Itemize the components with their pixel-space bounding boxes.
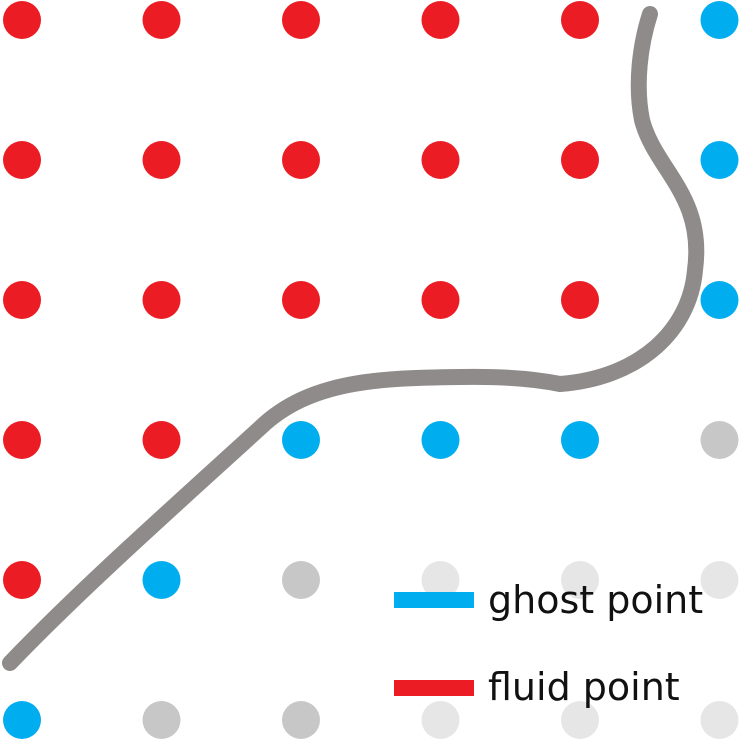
- far-point: [421, 561, 460, 599]
- fluid-point: [3, 421, 41, 459]
- fluid-point: [282, 141, 320, 179]
- solid-point: [282, 561, 320, 599]
- solid-point: [142, 701, 181, 739]
- fluid-point: [421, 1, 460, 39]
- fluid-point: [421, 281, 460, 319]
- fluid-point: [561, 1, 599, 39]
- ghost-point: [700, 1, 739, 39]
- fluid-point: [142, 281, 181, 319]
- ghost-point: [700, 281, 739, 319]
- fluid-point: [561, 141, 599, 179]
- ghost-point: [142, 561, 181, 599]
- far-point: [700, 701, 739, 739]
- grid-points: [3, 1, 739, 739]
- ghost-point-label: ghost point: [488, 578, 704, 622]
- fluid-point: [142, 141, 181, 179]
- solid-point: [700, 421, 739, 459]
- fluid-point-label: fluid point: [488, 665, 680, 709]
- immersed-boundary-curve: [2, 6, 705, 671]
- ghost-point-swatch: [394, 592, 474, 608]
- ghost-point: [700, 141, 739, 179]
- fluid-point: [421, 141, 460, 179]
- fluid-point: [142, 421, 181, 459]
- fluid-point: [3, 561, 41, 599]
- fluid-point: [142, 1, 181, 39]
- far-point: [561, 561, 599, 599]
- far-point: [700, 561, 739, 599]
- fluid-point: [282, 281, 320, 319]
- fluid-point: [3, 281, 41, 319]
- ghost-point: [282, 421, 320, 459]
- fluid-point: [561, 281, 599, 319]
- fluid-point-swatch: [394, 680, 474, 696]
- far-point: [561, 701, 599, 739]
- fluid-point: [3, 1, 41, 39]
- ghost-point: [561, 421, 599, 459]
- far-point: [421, 701, 460, 739]
- fluid-point: [3, 141, 41, 179]
- solid-point: [282, 701, 320, 739]
- fluid-point: [282, 1, 320, 39]
- ghost-point: [3, 701, 41, 739]
- ghost-point: [421, 421, 460, 459]
